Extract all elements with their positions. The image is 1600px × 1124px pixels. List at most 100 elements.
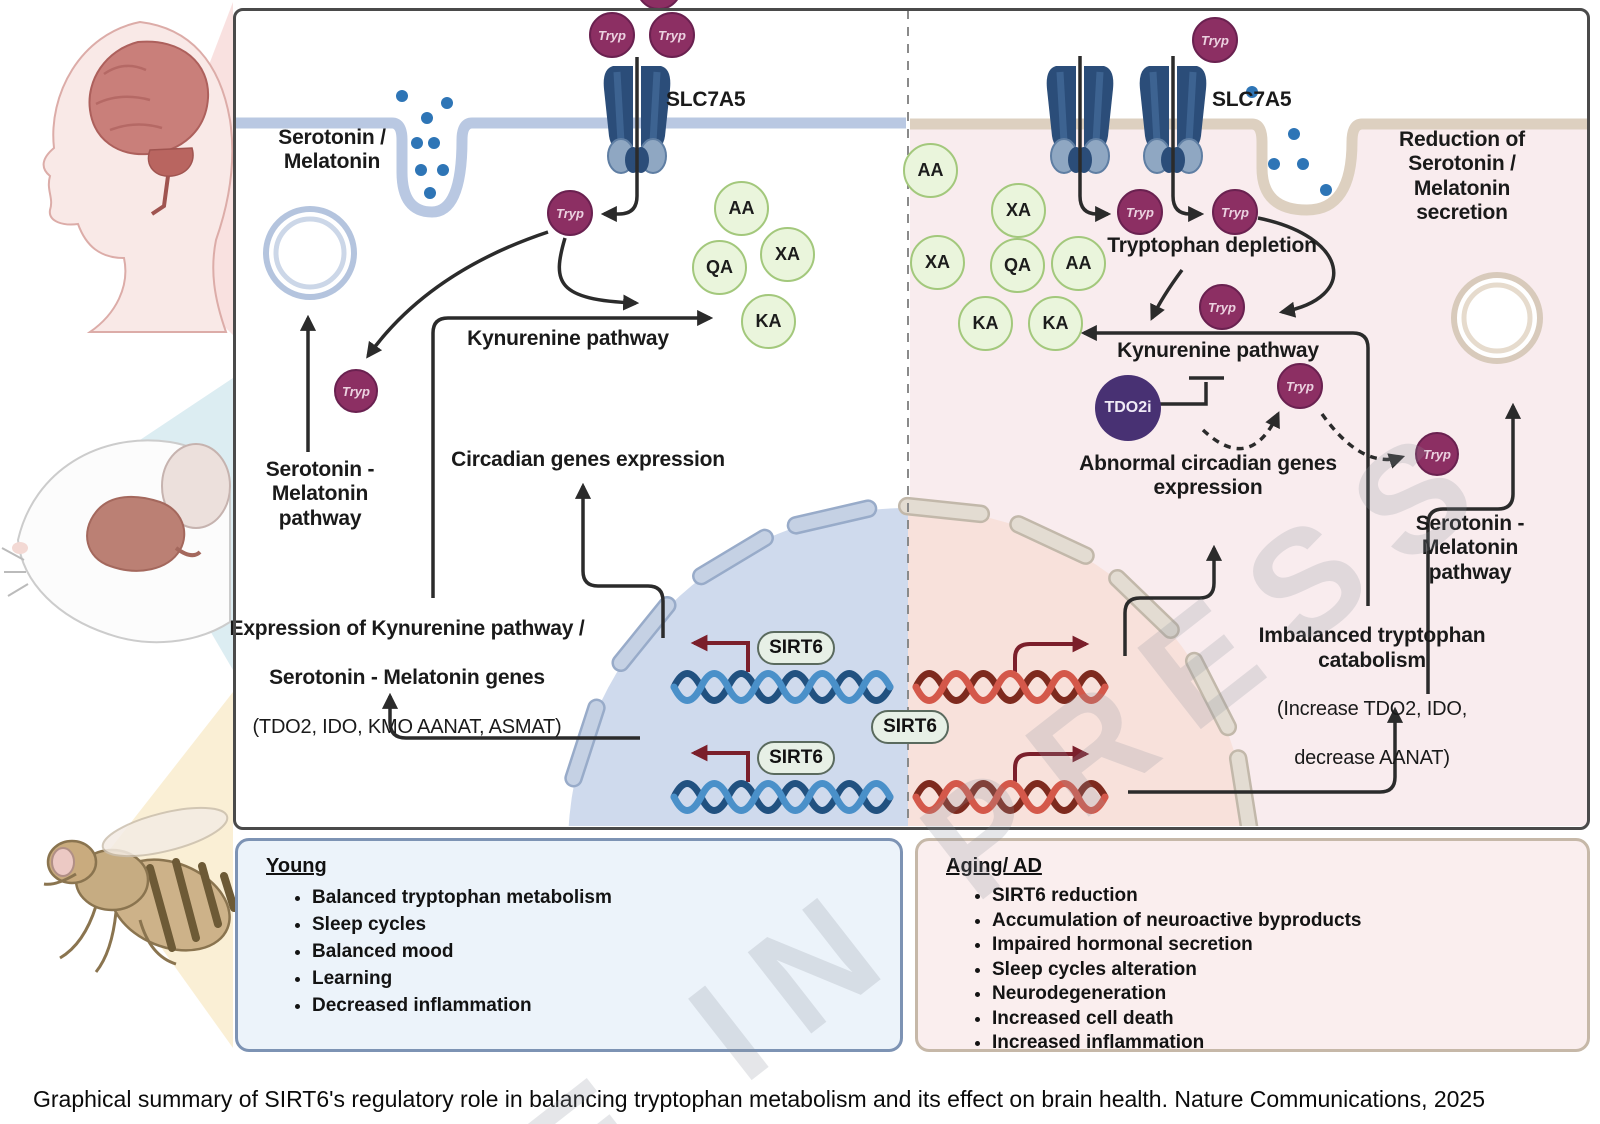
- sirt6-protein: SIRT6: [757, 631, 835, 665]
- secretion-vesicle-young: [263, 206, 357, 300]
- fly-illustration: [43, 806, 238, 973]
- young-summary-box: Young Balanced tryptophan metabolism Sle…: [235, 838, 903, 1052]
- imbalanced-line1: Imbalanced tryptophan catabolism: [1258, 624, 1486, 672]
- sirt6-protein: SIRT6: [757, 741, 835, 775]
- aging-bullet: Sleep cycles alteration: [992, 958, 1569, 983]
- figure-caption: Graphical summary of SIRT6's regulatory …: [33, 1086, 1486, 1112]
- serotonin-melatonin-pathway-label-left: Serotonin - Melatonin pathway: [265, 458, 375, 530]
- dna-helices: [670, 670, 1109, 814]
- mouse-illustration: [1, 439, 231, 644]
- imbalanced-line2: (Increase TDO2, IDO,: [1276, 698, 1468, 721]
- metabolite-label: AA: [917, 160, 944, 180]
- human-head-illustration: [42, 20, 234, 333]
- aging-bullet-list: SIRT6 reduction Accumulation of neuroact…: [946, 884, 1569, 1056]
- circadian-genes-label: Circadian genes expression: [451, 448, 725, 471]
- aging-bullet: SIRT6 reduction: [992, 884, 1569, 909]
- aging-bullet: Neurodegeneration: [992, 982, 1569, 1007]
- metabolite-label: QA: [706, 257, 733, 277]
- tryp-label: Tryp: [1221, 204, 1249, 220]
- aging-summary-box: Aging/ AD SIRT6 reduction Accumulation o…: [915, 838, 1590, 1053]
- tryp-molecule: Tryp: [1415, 432, 1459, 476]
- tryp-molecule: Tryp: [1199, 284, 1245, 330]
- sirt6-label: SIRT6: [769, 637, 823, 658]
- young-box-title: Young: [266, 855, 327, 877]
- metabolite-xa: XA: [910, 235, 965, 290]
- tryp-molecule: Tryp: [1277, 363, 1323, 409]
- metabolite-label: KA: [1042, 313, 1069, 333]
- serotonin-melatonin-label: Serotonin / Melatonin: [278, 126, 386, 174]
- tryp-molecule: Tryp: [649, 12, 695, 58]
- young-cell-membrane: [236, 117, 906, 218]
- tryp-label: Tryp: [1423, 446, 1451, 462]
- tryp-molecule: Tryp: [1117, 189, 1163, 235]
- imbalanced-catabolism-label: Imbalanced tryptophan catabolism (Increa…: [1258, 600, 1486, 771]
- tdo2i-label: TDO2i: [1104, 399, 1152, 416]
- sirt6-protein: SIRT6: [871, 710, 949, 744]
- aging-box-title: Aging/ AD: [946, 855, 1042, 877]
- aged-cell-membrane: [910, 118, 1588, 216]
- sirt6-label: SIRT6: [883, 716, 937, 737]
- metabolite-xa: XA: [991, 183, 1046, 238]
- metabolite-label: KA: [972, 313, 999, 333]
- tryp-molecule: Tryp: [547, 190, 593, 236]
- slc7a5-transporter-right-1: [1046, 66, 1114, 174]
- tryp-molecule: Tryp: [589, 12, 635, 58]
- aging-bullet: Impaired hormonal secretion: [992, 933, 1569, 958]
- tryptophan-depletion-label: Tryptophan depletion: [1107, 234, 1317, 257]
- secretion-vesicle-aged: [1451, 272, 1543, 364]
- young-bullet: Sleep cycles: [312, 911, 882, 938]
- serotonin-melatonin-pathway-label-right: Serotonin - Melatonin pathway: [1415, 512, 1525, 584]
- tryp-label: Tryp: [658, 27, 686, 43]
- metabolite-label: QA: [1004, 255, 1031, 275]
- pathway-arrows: [299, 56, 1522, 794]
- sirt6-label: SIRT6: [769, 747, 823, 768]
- abnormal-circadian-label: Abnormal circadian genes expression: [1079, 452, 1337, 500]
- metabolite-label: KA: [755, 311, 782, 331]
- tryp-label: Tryp: [1208, 299, 1236, 315]
- young-bullet-list: Balanced tryptophan metabolism Sleep cyc…: [266, 884, 882, 1019]
- metabolite-ka: KA: [1028, 296, 1083, 351]
- metabolite-aa: AA: [903, 143, 958, 198]
- expression-line2: Serotonin - Melatonin genes: [269, 666, 545, 690]
- metabolite-xa: XA: [760, 227, 815, 282]
- young-bullet: Balanced tryptophan metabolism: [312, 884, 882, 911]
- nuclear-envelope: [564, 496, 1260, 826]
- expression-genes-label: Expression of Kynurenine pathway / Serot…: [230, 593, 585, 739]
- tryp-molecule: Tryp: [334, 369, 378, 413]
- metabolite-label: AA: [1065, 253, 1092, 273]
- metabolite-label: XA: [774, 244, 800, 264]
- imbalanced-line3: decrease AANAT): [1294, 747, 1450, 770]
- slc7a5-label-right: SLC7A5: [1212, 88, 1292, 111]
- metabolite-label: XA: [1005, 200, 1031, 220]
- slc7a5-label-left: SLC7A5: [666, 88, 746, 111]
- tryp-label: Tryp: [556, 205, 584, 221]
- metabolite-qa: QA: [692, 240, 747, 295]
- young-bullet: Learning: [312, 965, 882, 992]
- metabolite-qa: QA: [990, 238, 1045, 293]
- tryp-label: Tryp: [342, 383, 370, 399]
- expression-line3: (TDO2, IDO, KMO AANAT, ASMAT): [252, 715, 562, 738]
- aging-bullet: Increased cell death: [992, 1007, 1569, 1032]
- tryp-molecule: Tryp: [1192, 17, 1238, 63]
- kynurenine-pathway-label-right: Kynurenine pathway: [1117, 339, 1319, 362]
- tryp-label: Tryp: [598, 27, 626, 43]
- tdo2i-molecule: TDO2i: [1095, 375, 1161, 441]
- kynurenine-pathway-label-left: Kynurenine pathway: [467, 327, 669, 350]
- young-bullet: Decreased inflammation: [312, 992, 882, 1019]
- metabolite-label: XA: [924, 252, 950, 272]
- expression-line1: Expression of Kynurenine pathway /: [229, 617, 585, 641]
- nucleus-young-half: [568, 508, 908, 826]
- tryp-molecule: Tryp: [1212, 189, 1258, 235]
- metabolite-ka: KA: [741, 294, 796, 349]
- metabolite-label: AA: [728, 198, 755, 218]
- gene-promoter-arrows: [690, 634, 1090, 782]
- metabolite-aa: AA: [714, 181, 769, 236]
- tryp-label: Tryp: [1201, 32, 1229, 48]
- metabolite-aa: AA: [1051, 236, 1106, 291]
- reduction-secretion-label: Reduction of Serotonin / Melatonin secre…: [1399, 128, 1525, 225]
- aging-bullet: Increased inflammation: [992, 1031, 1569, 1056]
- metabolite-ka: KA: [958, 296, 1013, 351]
